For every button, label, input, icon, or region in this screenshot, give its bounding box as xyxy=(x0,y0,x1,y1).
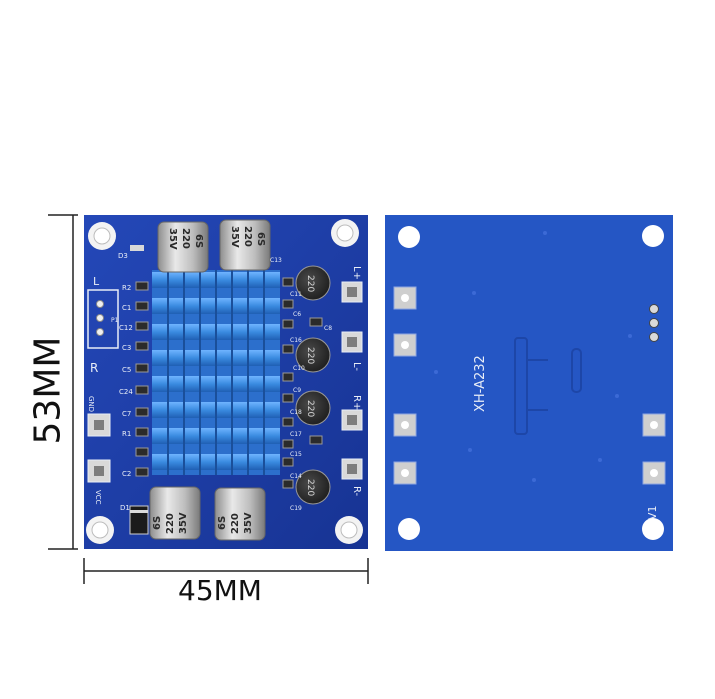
terminal-pad-r-plus xyxy=(341,409,363,431)
small-capacitor-1: 220 xyxy=(295,265,331,301)
svg-text:C11: C11 xyxy=(290,291,302,298)
back-vias xyxy=(434,231,632,482)
back-board: XH-A232 V1 xyxy=(385,215,673,551)
svg-text:R1: R1 xyxy=(122,430,131,438)
svg-text:C13: C13 xyxy=(270,257,282,264)
width-dimension-line xyxy=(83,558,369,584)
heatsink xyxy=(152,270,280,475)
svg-text:C9: C9 xyxy=(293,387,301,394)
label-gnd: GND xyxy=(87,396,95,412)
front-mounting-holes xyxy=(86,219,363,544)
svg-text:C19: C19 xyxy=(290,505,302,512)
smd-components-right xyxy=(282,277,323,489)
smd-components-left xyxy=(129,245,149,535)
svg-text:C15: C15 xyxy=(290,451,302,458)
svg-text:C5: C5 xyxy=(122,366,131,374)
p1-header-pins xyxy=(96,300,104,336)
svg-text:220: 220 xyxy=(242,226,253,247)
big-capacitor-bottom-left: 6S 220 35V xyxy=(149,486,201,540)
svg-text:6S: 6S xyxy=(217,516,228,530)
back-pads xyxy=(393,286,666,485)
terminal-pad-r-minus xyxy=(341,458,363,480)
svg-text:C24: C24 xyxy=(119,388,133,396)
label-r: R xyxy=(90,361,98,375)
svg-text:220: 220 xyxy=(305,400,315,417)
svg-text:C6: C6 xyxy=(293,311,301,318)
v1-label: V1 xyxy=(646,505,659,520)
svg-text:R2: R2 xyxy=(122,284,131,292)
svg-text:C3: C3 xyxy=(122,344,131,352)
svg-text:35V: 35V xyxy=(229,226,240,248)
label-p1: P1 xyxy=(111,317,119,324)
label-r-minus: R- xyxy=(351,486,362,497)
component-labels-left: D3 R2 C1 C12 C3 C5 C24 C7 R1 C2 D1 xyxy=(118,252,133,512)
terminal-pad-l-plus xyxy=(341,281,363,303)
svg-text:220: 220 xyxy=(305,479,315,496)
svg-text:C7: C7 xyxy=(122,410,131,418)
back-traces xyxy=(514,337,582,435)
svg-text:C10: C10 xyxy=(293,365,305,372)
svg-text:6S: 6S xyxy=(255,232,266,246)
svg-text:220: 220 xyxy=(305,347,315,364)
big-capacitor-top-left: 6S 220 35V xyxy=(157,221,209,273)
svg-text:6S: 6S xyxy=(152,516,163,530)
svg-text:220: 220 xyxy=(180,228,191,249)
svg-text:C1: C1 xyxy=(122,304,131,312)
component-labels-right: C13 C11 C6 C16 C10 C9 C18 C17 C15 C14 C8… xyxy=(270,257,332,512)
svg-text:D3: D3 xyxy=(118,252,128,260)
back-mounting-holes xyxy=(398,225,664,540)
small-capacitor-2: 220 xyxy=(295,337,331,373)
back-header-holes xyxy=(649,304,659,342)
svg-text:35V: 35V xyxy=(178,512,189,534)
label-r-plus: R+ xyxy=(351,395,362,410)
small-capacitor-4: 220 xyxy=(295,469,331,505)
terminal-pad-l-minus xyxy=(341,331,363,353)
big-capacitor-top-right: 6S 220 35V xyxy=(219,219,271,271)
height-dimension-line xyxy=(48,214,78,550)
front-board: L R P1 GND VCC D3 R2 C1 xyxy=(84,215,368,549)
svg-text:220: 220 xyxy=(230,513,241,534)
big-capacitor-bottom-right: 6S 220 35V xyxy=(214,487,266,541)
small-capacitor-3: 220 xyxy=(295,390,331,426)
svg-text:C18: C18 xyxy=(290,409,302,416)
svg-text:C2: C2 xyxy=(122,470,131,478)
back-pcb xyxy=(385,215,673,551)
p1-header-outline xyxy=(87,289,119,349)
svg-text:C14: C14 xyxy=(290,473,302,480)
model-label: XH-A232 xyxy=(473,355,488,412)
svg-text:C12: C12 xyxy=(119,324,133,332)
svg-text:6S: 6S xyxy=(193,234,204,248)
svg-text:35V: 35V xyxy=(167,228,178,250)
svg-text:220: 220 xyxy=(165,513,176,534)
width-dimension-label: 45MM xyxy=(178,574,262,607)
svg-text:C16: C16 xyxy=(290,337,302,344)
label-l: L xyxy=(93,275,100,288)
svg-text:35V: 35V xyxy=(243,512,254,534)
svg-text:D1: D1 xyxy=(120,504,130,512)
label-l-minus: L- xyxy=(351,362,362,371)
label-vcc: VCC xyxy=(94,490,102,505)
label-l-plus: L+ xyxy=(351,266,362,280)
svg-text:C8: C8 xyxy=(324,325,332,332)
svg-text:220: 220 xyxy=(305,275,315,292)
svg-text:C17: C17 xyxy=(290,431,302,438)
